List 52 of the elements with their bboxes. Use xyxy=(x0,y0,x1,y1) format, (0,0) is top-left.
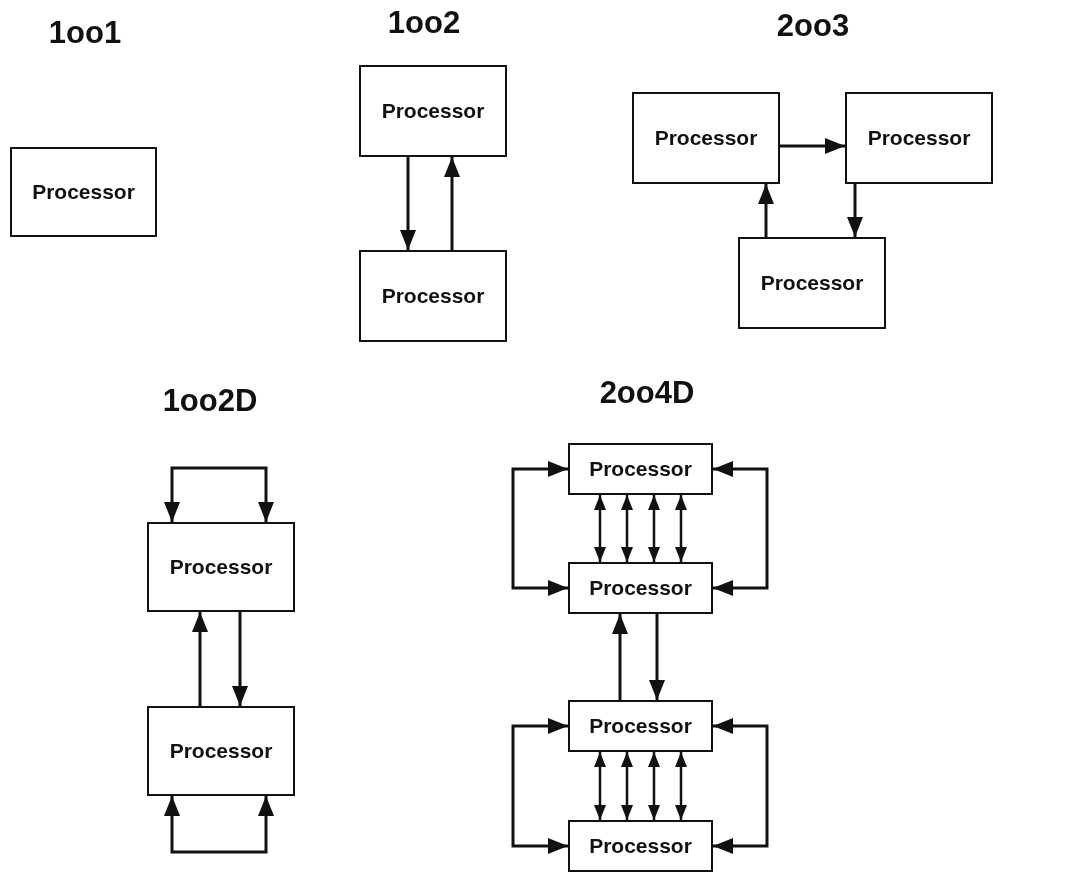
arrow xyxy=(400,157,416,250)
node-label: Processor xyxy=(169,739,273,763)
processor-box xyxy=(845,92,993,184)
arrow xyxy=(847,184,863,237)
processor-box xyxy=(359,65,507,157)
processor-box xyxy=(568,820,713,872)
processor-box xyxy=(359,250,507,342)
arrow xyxy=(648,752,660,820)
node-label: Processor xyxy=(760,271,864,295)
node-label: Processor xyxy=(32,180,135,204)
processor-box xyxy=(147,522,295,612)
arrow xyxy=(713,718,769,854)
arrow xyxy=(675,495,687,562)
arrow xyxy=(511,461,568,596)
node-label: Processor xyxy=(589,457,692,481)
architecture-title: 1oo1 xyxy=(48,15,122,51)
processor-box xyxy=(147,706,295,796)
arrow xyxy=(649,614,665,700)
arrow xyxy=(594,495,606,562)
arrow xyxy=(164,466,274,522)
arrow xyxy=(192,612,208,706)
node-label: Processor xyxy=(654,126,758,150)
arrow xyxy=(780,138,845,154)
arrow xyxy=(444,157,460,250)
arrow xyxy=(232,612,248,706)
arrow xyxy=(648,495,660,562)
node-label: Processor xyxy=(589,714,692,738)
node-label: Processor xyxy=(867,126,971,150)
architecture-title: 2oo3 xyxy=(776,8,850,44)
architecture-title: 1oo2 xyxy=(387,5,461,41)
arrow xyxy=(621,495,633,562)
processor-box xyxy=(738,237,886,329)
node-label: Processor xyxy=(589,834,692,858)
arrow xyxy=(594,752,606,820)
arrow xyxy=(621,752,633,820)
architecture-title: 2oo4D xyxy=(599,375,695,411)
arrow xyxy=(713,461,769,596)
node-label: Processor xyxy=(381,284,485,308)
arrow xyxy=(511,718,568,854)
processor-box xyxy=(632,92,780,184)
processor-box xyxy=(10,147,157,237)
arrow xyxy=(612,614,628,700)
processor-box xyxy=(568,562,713,614)
node-label: Processor xyxy=(169,555,273,579)
arrow xyxy=(758,184,774,237)
architecture-title: 1oo2D xyxy=(162,383,258,419)
processor-box xyxy=(568,700,713,752)
arrow xyxy=(675,752,687,820)
node-label: Processor xyxy=(381,99,485,123)
processor-box xyxy=(568,443,713,495)
node-label: Processor xyxy=(589,576,692,600)
arrow xyxy=(164,796,274,854)
